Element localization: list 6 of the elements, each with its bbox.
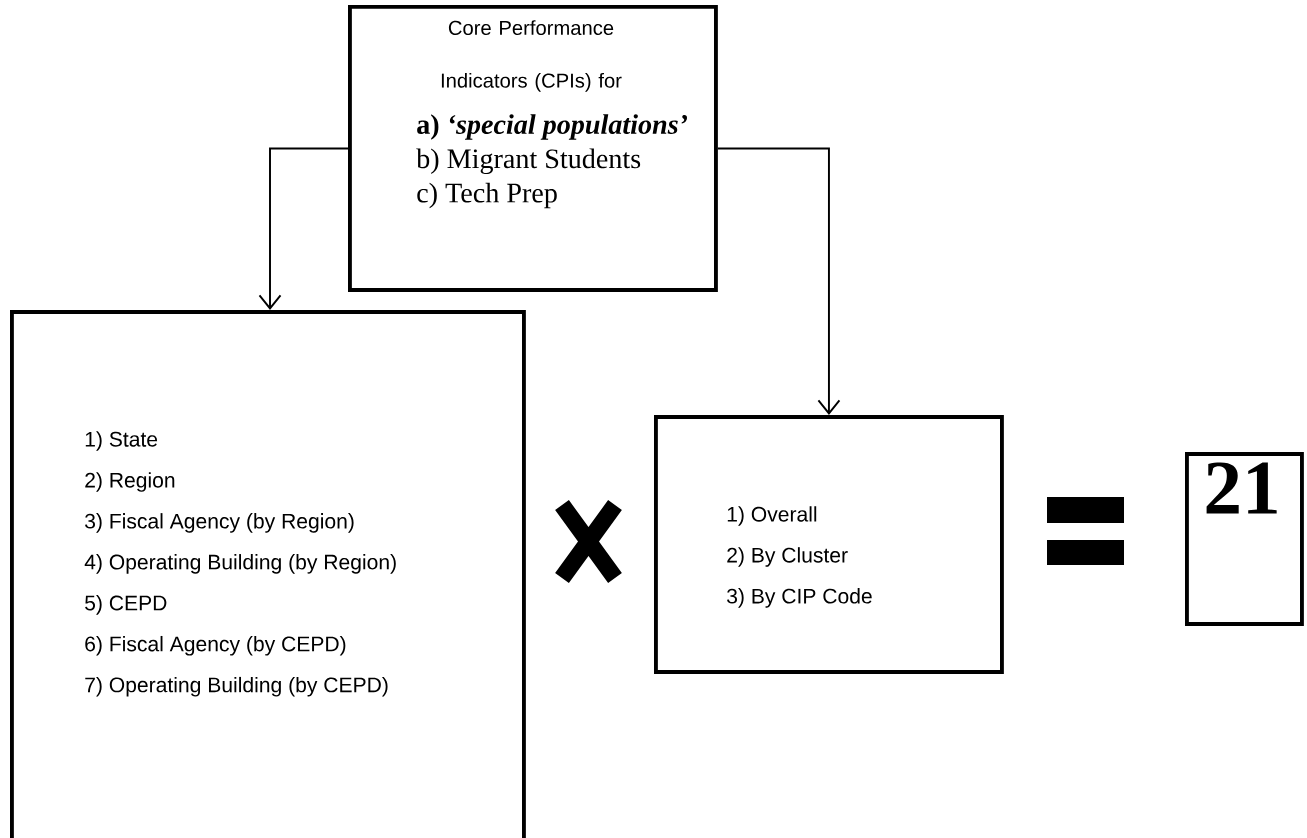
indicator-box: Core Performance Indicators (CPIs) for a) ‘special populations’ b) Migrant Students c) Tech Prep <box>348 5 718 292</box>
level-list-box: 1) State 2) Region 3) Fiscal Agency (by Region) 4) Operating Building (by Region) 5) CEPD 6) Fiscal Agency (by CEPD) 7) Operating Building (by CEPD) <box>10 310 526 838</box>
breakdown-box: 1) Overall 2) By Cluster 3) By CIP Code <box>654 415 1004 674</box>
arrow <box>716 147 841 415</box>
arrow <box>258 147 349 310</box>
result-box: 21 <box>1185 452 1304 626</box>
